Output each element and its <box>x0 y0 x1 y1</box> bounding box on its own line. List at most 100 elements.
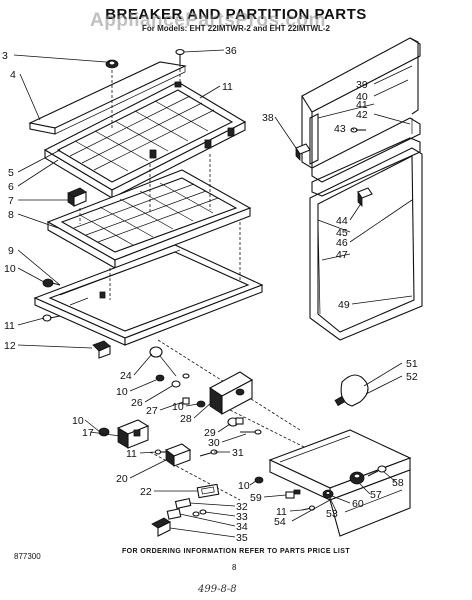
callout-45: 45 <box>336 227 348 239</box>
grommet-26 <box>171 373 190 388</box>
page-number: 8 <box>232 563 237 572</box>
callout-11-d: 11 <box>276 506 287 518</box>
callout-labels: 3 36 4 11 5 6 7 8 9 10 11 12 24 10 26 27… <box>2 45 418 544</box>
callout-20: 20 <box>116 473 128 485</box>
callout-32: 32 <box>236 501 248 513</box>
callout-27: 27 <box>146 405 158 417</box>
gasket-41 <box>309 113 319 165</box>
model-subtitle: For Models: EHT 22IMTWR-2 and EHT 22IMTW… <box>141 24 330 33</box>
spacer-34 <box>166 508 182 520</box>
callout-10-b: 10 <box>116 386 128 398</box>
mid-divider <box>311 137 421 197</box>
callout-6: 6 <box>8 181 14 193</box>
callout-31: 31 <box>232 447 244 459</box>
callout-42: 42 <box>356 109 368 121</box>
shaft-30 <box>240 429 262 435</box>
callout-24: 24 <box>120 370 132 382</box>
callout-52: 52 <box>406 371 418 383</box>
callout-38: 38 <box>262 112 274 124</box>
callout-22: 22 <box>140 486 152 498</box>
callout-41: 41 <box>356 99 368 111</box>
callout-10-d: 10 <box>72 415 84 427</box>
partition-bottom-tray <box>33 244 264 346</box>
screw-11-left <box>42 314 61 322</box>
callout-39: 39 <box>356 79 368 91</box>
callout-36: 36 <box>225 45 237 57</box>
hinge-cap-38 <box>295 143 311 161</box>
callout-29: 29 <box>204 427 216 439</box>
clip-43 <box>350 127 366 133</box>
ordering-note: FOR ORDERING INFORMATION REFER TO PARTS … <box>121 548 351 555</box>
alignment-lines <box>79 54 321 501</box>
callout-10-c: 10 <box>172 401 184 413</box>
screw-10-d <box>98 427 110 437</box>
callout-35: 35 <box>236 532 248 544</box>
callout-49: 49 <box>338 299 350 311</box>
damper-disc-24 <box>149 346 177 377</box>
callout-4: 4 <box>10 69 16 81</box>
callout-11-top: 11 <box>222 81 233 93</box>
light-housing-17 <box>116 419 150 449</box>
screw-31 <box>199 449 218 457</box>
hinge-pin-32 <box>174 497 192 510</box>
callout-17: 17 <box>82 427 94 439</box>
light-bulb-51 <box>334 374 369 407</box>
callout-30: 30 <box>208 437 220 449</box>
screw-10-left <box>42 278 61 288</box>
knob-29 <box>227 417 244 427</box>
washer-33 <box>192 509 207 517</box>
screw-10-c <box>196 400 206 408</box>
thermostat-bracket-12 <box>92 340 111 359</box>
callout-33: 33 <box>236 511 248 523</box>
upper-door-frame <box>301 37 421 169</box>
callout-34: 34 <box>236 521 248 533</box>
callout-58: 58 <box>392 477 404 489</box>
callout-60: 60 <box>352 498 364 510</box>
bracket-22 <box>196 483 220 499</box>
callout-40: 40 <box>356 91 368 103</box>
callout-9: 9 <box>8 245 14 257</box>
connector-58 <box>367 465 387 477</box>
bulb-socket-60 <box>322 489 334 499</box>
callout-11-left: 11 <box>4 320 15 332</box>
foam-block <box>67 187 87 207</box>
clip-27 <box>182 397 190 405</box>
callout-44: 44 <box>336 215 348 227</box>
gasket-42 <box>311 117 421 183</box>
callout-11-c: 11 <box>126 448 137 460</box>
hinge-35 <box>151 517 171 537</box>
callout-54: 54 <box>274 516 286 528</box>
screw-36 <box>175 48 185 64</box>
page-title: BREAKER AND PARTITION PARTS <box>105 6 367 23</box>
watermark: AppliancePartsPros.com <box>90 10 326 31</box>
mounting-nut-3 <box>105 59 119 69</box>
part-number: 877300 <box>14 552 41 561</box>
callout-28: 28 <box>180 413 192 425</box>
callout-43: 43 <box>334 123 346 135</box>
callout-7: 7 <box>8 195 14 207</box>
screw-10-b <box>155 374 165 382</box>
callout-51: 51 <box>406 358 418 370</box>
callout-3: 3 <box>2 50 8 62</box>
lower-door-frame <box>309 147 423 341</box>
callout-46: 46 <box>336 237 348 249</box>
callout-47: 47 <box>336 249 348 261</box>
callout-59: 59 <box>250 492 262 504</box>
callout-10-e: 10 <box>238 480 250 492</box>
clip-59 <box>285 489 301 499</box>
callout-8: 8 <box>8 209 14 221</box>
handwritten-note: 499-8-8 <box>198 584 237 595</box>
leader-lines <box>13 49 413 538</box>
callout-53: 53 <box>326 508 338 520</box>
switch-20 <box>164 443 192 467</box>
callout-26: 26 <box>131 397 143 409</box>
callout-57: 57 <box>370 489 382 501</box>
partition-middle-frame <box>46 169 252 269</box>
breaker-bar-54 <box>268 429 412 537</box>
control-housing <box>208 371 254 415</box>
breaker-strip <box>28 61 187 135</box>
socket-57 <box>349 471 365 485</box>
partition-top-frame <box>43 81 247 199</box>
